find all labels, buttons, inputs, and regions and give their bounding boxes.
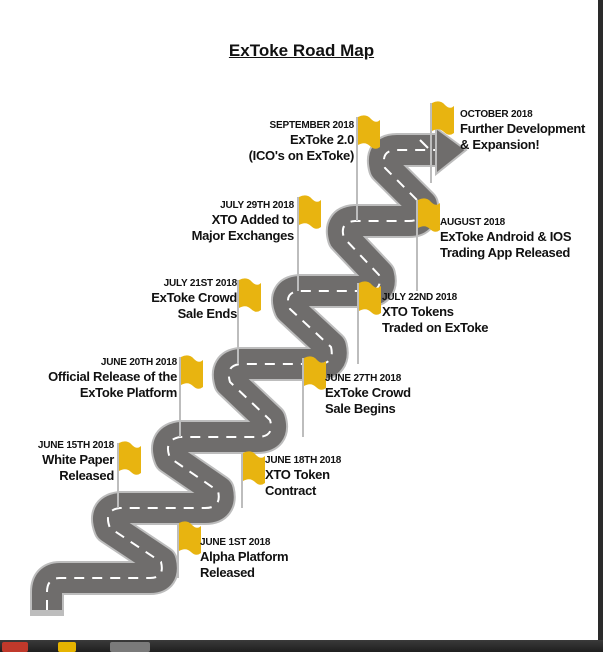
flag-10 (432, 101, 454, 135)
milestone-line: Released (200, 564, 255, 580)
milestone-line: Sale Begins (325, 400, 396, 416)
flag-0 (179, 521, 201, 555)
flag-9 (358, 115, 380, 149)
milestone-6: JULY 22ND 2018 XTO Tokens Traded on ExTo… (382, 292, 489, 335)
flag-1 (119, 441, 141, 475)
milestone-line: Trading App Released (440, 244, 571, 260)
milestone-line: & Expansion! (460, 136, 540, 152)
milestone-line: ExToke Crowd (151, 290, 237, 305)
milestone-line: Major Exchanges (191, 227, 295, 243)
milestone-line: Traded on ExToke (382, 319, 489, 335)
milestone-date: JUNE 1ST 2018 (200, 537, 271, 548)
arrow-head-line (419, 139, 429, 149)
milestone-line: XTO Tokens (382, 304, 454, 319)
milestone-line: (ICO's on ExToke) (248, 147, 355, 163)
milestone-date: JUNE 20TH 2018 (100, 357, 177, 368)
milestone-date: JULY 29TH 2018 (220, 200, 294, 211)
milestone-10: OCTOBER 2018 Further Development & Expan… (460, 109, 585, 152)
milestone-line: ExToke Platform (79, 384, 177, 400)
taskbar (0, 640, 603, 652)
milestone-0: JUNE 1ST 2018 Alpha Platform Released (200, 537, 289, 580)
milestone-date: JUNE 15TH 2018 (37, 440, 114, 451)
flag-6 (359, 281, 381, 315)
flag-5 (239, 278, 261, 312)
milestone-8: AUGUST 2018 ExToke Android & IOS Trading… (440, 217, 572, 260)
milestone-line: XTO Added to (211, 212, 295, 227)
window-right-edge (598, 0, 603, 640)
milestone-3: JUNE 20TH 2018 Official Release of the E… (48, 357, 177, 400)
milestone-date: OCTOBER 2018 (460, 109, 533, 120)
milestone-date: AUGUST 2018 (440, 217, 506, 228)
taskbar-app-icon[interactable] (110, 642, 150, 652)
flag-group (117, 101, 454, 578)
milestone-line: ExToke 2.0 (290, 132, 354, 147)
milestone-date: SEPTEMBER 2018 (269, 120, 355, 131)
flag-2 (243, 451, 265, 485)
milestone-line: ExToke Crowd (325, 385, 411, 400)
milestone-line: White Paper (42, 452, 114, 467)
taskbar-app-icon[interactable] (58, 642, 76, 652)
flag-8 (418, 198, 440, 232)
flag-4 (304, 356, 326, 390)
milestone-line: ExToke Android & IOS (440, 229, 572, 244)
milestone-date: JUNE 27TH 2018 (325, 373, 402, 384)
page-title: ExToke Road Map (228, 41, 375, 60)
milestone-line: XTO Token (265, 467, 330, 482)
flag-7 (299, 195, 321, 229)
milestone-line: Official Release of the (48, 369, 177, 384)
milestone-date: JUNE 18TH 2018 (265, 455, 342, 466)
milestone-date: JULY 21ST 2018 (163, 278, 238, 289)
milestone-date: JULY 22ND 2018 (382, 292, 458, 303)
milestone-5: JULY 21ST 2018 ExToke Crowd Sale Ends (151, 278, 237, 321)
road-arrow-head (435, 126, 468, 177)
milestone-2: JUNE 18TH 2018 XTO Token Contract (265, 455, 341, 498)
milestone-line: Contract (265, 482, 317, 498)
milestone-4: JUNE 27TH 2018 ExToke Crowd Sale Begins (325, 373, 411, 416)
milestone-line: Released (59, 467, 114, 483)
milestone-7: JULY 29TH 2018 XTO Added to Major Exchan… (191, 200, 295, 243)
taskbar-app-icon[interactable] (2, 642, 28, 652)
flag-3 (181, 355, 203, 389)
road-center-line (46, 149, 438, 610)
milestone-line: Sale Ends (177, 305, 238, 321)
milestone-line: Alpha Platform (200, 549, 289, 564)
milestone-line: Further Development (460, 121, 586, 136)
milestone-9: SEPTEMBER 2018 ExToke 2.0 (ICO's on ExTo… (248, 120, 355, 163)
milestone-1: JUNE 15TH 2018 White Paper Released (38, 440, 114, 483)
